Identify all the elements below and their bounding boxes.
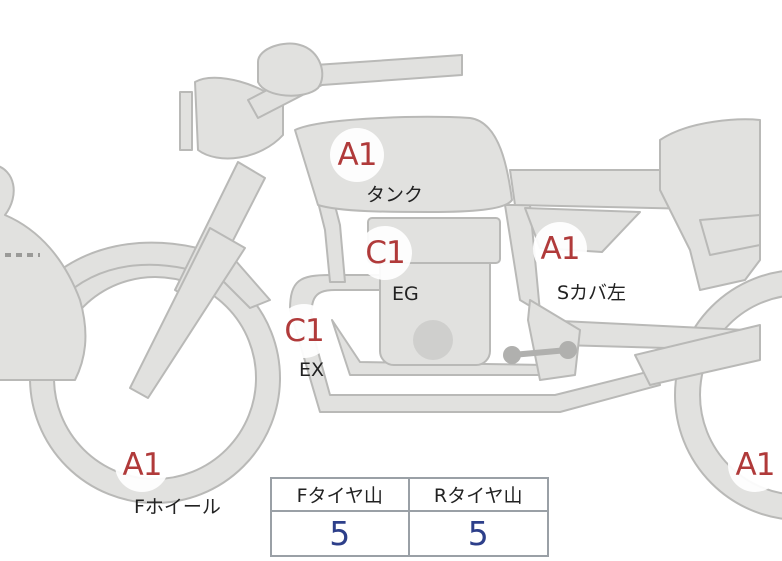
grade-badge-engine[interactable]: C1: [358, 226, 412, 280]
part-label-tank: タンク: [366, 184, 424, 206]
part-label-front-wheel: Fホイール: [134, 496, 221, 518]
grade-badge-rear-wheel[interactable]: A1: [728, 438, 782, 492]
front-tread-header: Fタイヤ山: [272, 479, 410, 512]
front-tread-value: 5: [272, 512, 410, 555]
grade-badge-tank[interactable]: A1: [330, 128, 384, 182]
grade-badge-exhaust[interactable]: C1: [277, 304, 331, 358]
rear-tread-header: Rタイヤ山: [409, 479, 547, 512]
part-label-exhaust: EX: [299, 359, 325, 381]
part-label-side-cover-left: Sカバ左: [557, 282, 627, 304]
rear-tread-value: 5: [467, 514, 489, 553]
grade-badge-side-cover-left[interactable]: A1: [533, 222, 587, 276]
tire-tread-table: Fタイヤ山 Rタイヤ山 5 5: [270, 477, 549, 557]
part-label-engine: EG: [392, 283, 419, 305]
grade-badge-front-wheel[interactable]: A1: [115, 438, 169, 492]
